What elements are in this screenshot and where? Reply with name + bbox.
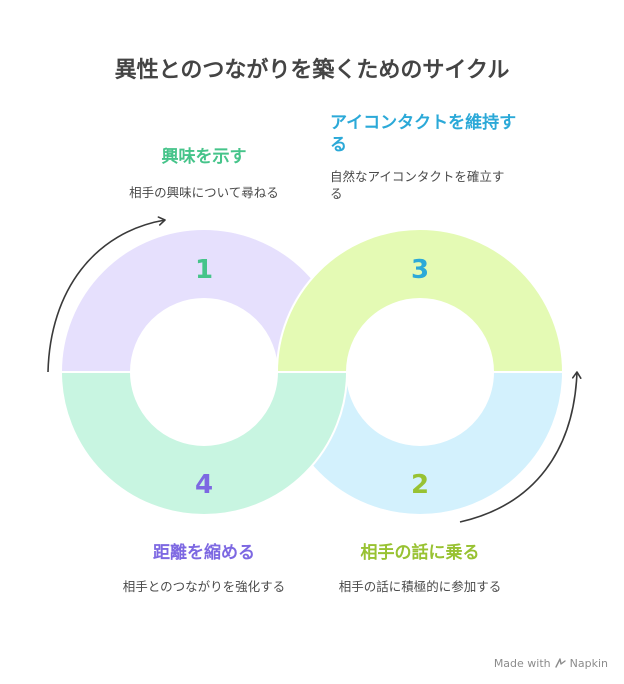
- step-number-4: 4: [195, 470, 213, 500]
- step-title-3: アイコンタクトを維持する: [330, 113, 517, 155]
- footer-brand: Napkin: [569, 657, 608, 670]
- page-title: 異性とのつながりを築くためのサイクル: [114, 58, 510, 83]
- step-description-4: 相手とのつながりを強化する: [122, 579, 286, 594]
- napkin-logo-icon: [554, 658, 566, 668]
- step-description-2: 相手の話に積極的に参加する: [338, 579, 502, 594]
- segment-1: [59, 371, 349, 516]
- cycle-arrow-left: [47, 216, 166, 373]
- step-title-1: 興味を示す: [161, 147, 247, 167]
- step-description-3: 自然なアイコンタクトを確立する: [330, 169, 505, 201]
- footer-label: Made with: [493, 657, 551, 670]
- step-title-4: 距離を縮める: [153, 543, 255, 563]
- segment-2: [275, 228, 565, 373]
- step-number-2: 2: [411, 470, 429, 500]
- step-description-1: 相手の興味について尋ねる: [129, 185, 279, 200]
- cycle-arrow-right: [459, 371, 582, 523]
- segment-3: [275, 371, 565, 516]
- step-number-3: 3: [411, 255, 429, 285]
- footer-credit: Made with Napkin: [494, 657, 608, 670]
- step-title-2: 相手の話に乗る: [360, 543, 480, 563]
- step-number-1: 1: [195, 255, 213, 285]
